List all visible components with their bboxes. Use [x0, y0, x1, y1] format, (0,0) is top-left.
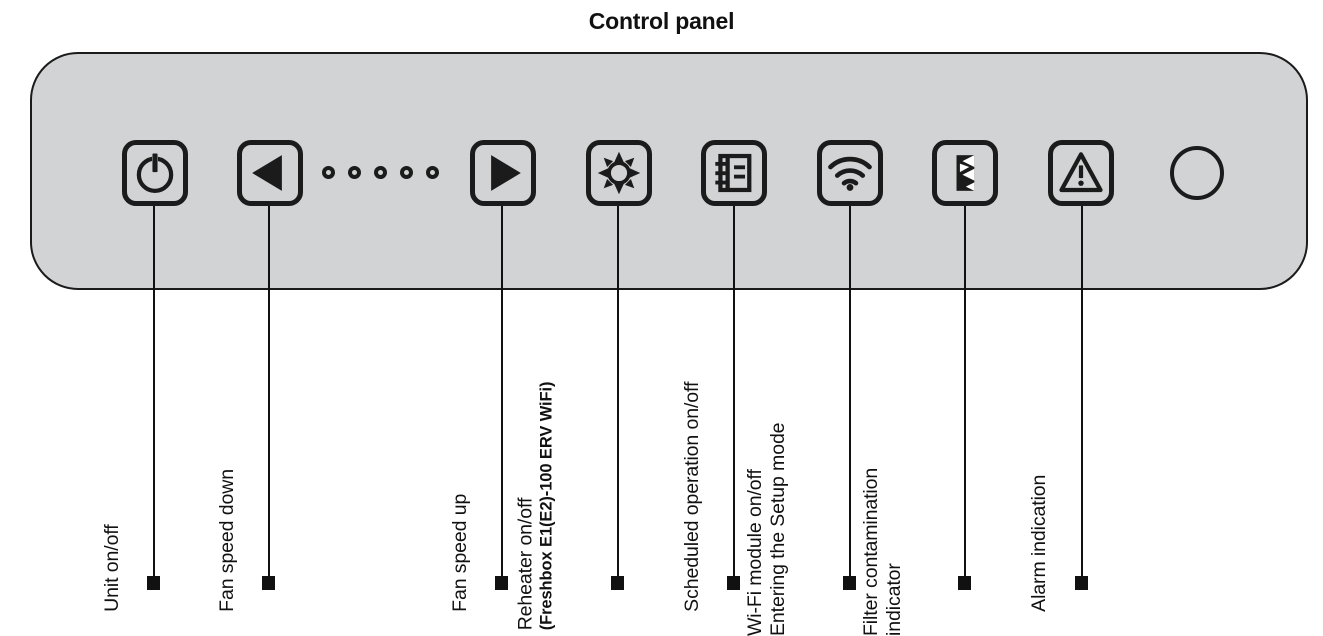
- label-filter-indicator-line2: indicator: [883, 563, 905, 636]
- leader-line-reheater: [617, 205, 619, 581]
- led-indicator-2: [348, 166, 361, 179]
- warning-icon: [1059, 152, 1103, 193]
- leader-cap-fan-speed-up: [495, 576, 508, 590]
- control-panel: [30, 52, 1308, 290]
- scheduled-operation-button[interactable]: [701, 140, 767, 206]
- reheater-button[interactable]: [586, 140, 652, 206]
- leader-line-unit-power: [153, 205, 155, 581]
- label-wifi-module-line2: Entering the Setup mode: [767, 422, 789, 636]
- label-alarm-indicator: Alarm indication: [1028, 474, 1051, 612]
- filter-icon: [956, 155, 975, 191]
- wifi-module-button[interactable]: [817, 140, 883, 206]
- leader-line-fan-speed-down: [268, 205, 270, 581]
- led-indicator-4: [400, 166, 413, 179]
- sensor-circle-icon: [1170, 146, 1224, 200]
- leader-cap-scheduled-operation: [727, 576, 740, 590]
- leader-cap-filter-indicator: [958, 576, 971, 590]
- fan-speed-led-row: [322, 166, 439, 179]
- power-icon: [136, 151, 174, 193]
- leader-line-fan-speed-up: [501, 205, 503, 581]
- label-filter-indicator: Filter contamination indicator: [860, 467, 905, 636]
- unit-power-button[interactable]: [122, 140, 188, 206]
- leader-line-wifi-module: [849, 205, 851, 581]
- leader-cap-alarm-indicator: [1075, 576, 1088, 590]
- label-fan-speed-down: Fan speed down: [216, 469, 239, 612]
- label-scheduled-operation: Scheduled operation on/off: [681, 381, 704, 612]
- filter-indicator-button[interactable]: [932, 140, 998, 206]
- triangle-left-icon: [252, 155, 282, 191]
- leader-cap-wifi-module: [843, 576, 856, 590]
- leader-line-scheduled-operation: [733, 205, 735, 581]
- label-unit-power: Unit on/off: [101, 524, 124, 612]
- label-reheater: Reheater on/off (Freshbox E1(E2)-100 ERV…: [514, 381, 556, 631]
- triangle-right-icon: [491, 155, 521, 191]
- sun-icon: [597, 151, 641, 195]
- fan-speed-up-button[interactable]: [470, 140, 536, 206]
- fan-speed-down-button[interactable]: [237, 140, 303, 206]
- leader-cap-fan-speed-down: [262, 576, 275, 590]
- led-indicator-3: [374, 166, 387, 179]
- label-reheater-model: (Freshbox E1(E2)-100 ERV WiFi): [537, 381, 556, 631]
- leader-line-filter-indicator: [964, 205, 966, 581]
- leader-cap-unit-power: [147, 576, 160, 590]
- leader-line-alarm-indicator: [1081, 205, 1083, 581]
- wifi-icon: [828, 156, 872, 191]
- led-indicator-1: [322, 166, 335, 179]
- schedule-icon: [715, 153, 752, 193]
- label-fan-speed-up: Fan speed up: [449, 493, 472, 612]
- page-title: Control panel: [588, 8, 735, 34]
- leader-cap-reheater: [611, 576, 624, 590]
- alarm-indicator-button[interactable]: [1048, 140, 1114, 206]
- led-indicator-5: [426, 166, 439, 179]
- label-wifi-module: Wi-Fi module on/off Entering the Setup m…: [744, 422, 789, 636]
